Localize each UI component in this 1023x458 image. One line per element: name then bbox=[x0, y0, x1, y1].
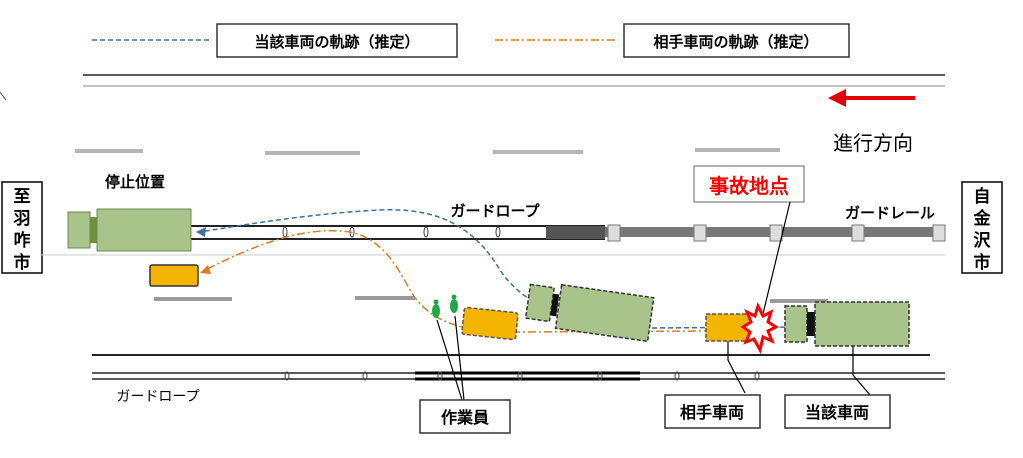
legend-other-label: 相手車両の軌跡（推定） bbox=[653, 33, 818, 51]
workers bbox=[432, 294, 458, 318]
accident-burst-icon bbox=[740, 301, 780, 355]
lane-dashes-upper bbox=[75, 148, 780, 155]
workers-label: 作業員 bbox=[441, 408, 489, 427]
guard-rope-lower-label: ガードロープ bbox=[116, 389, 199, 405]
guard-rail-label: ガードレール bbox=[845, 204, 935, 222]
accident-pointer-line bbox=[761, 201, 791, 319]
legend-own-box bbox=[216, 23, 458, 58]
other-trajectory-arrowhead bbox=[200, 265, 211, 274]
own-trajectory-arrowhead bbox=[196, 227, 206, 237]
svg-text:自: 自 bbox=[974, 186, 991, 207]
svg-text:市: 市 bbox=[14, 252, 31, 273]
svg-text:沢: 沢 bbox=[974, 230, 992, 251]
stop-position-label: 停止位置 bbox=[105, 173, 165, 191]
own-vehicle-label: 当該車両 bbox=[805, 403, 869, 422]
other-vehicle-label-box bbox=[664, 394, 761, 429]
direction-arrow bbox=[828, 89, 915, 107]
legend: 当該車両の軌跡（推定） 相手車両の軌跡（推定） bbox=[92, 23, 850, 58]
guard-rail bbox=[605, 224, 946, 242]
svg-text:至: 至 bbox=[14, 187, 31, 207]
other-vehicle-label: 相手車両 bbox=[680, 403, 744, 422]
own-vehicle-label-box bbox=[784, 394, 891, 429]
direction-label: 進行方向 bbox=[833, 131, 913, 155]
legend-own-label: 当該車両の軌跡（推定） bbox=[254, 33, 419, 51]
city-box-left: 至 羽 咋 市 bbox=[1, 181, 43, 274]
svg-text:咋: 咋 bbox=[14, 230, 31, 251]
legend-other-box bbox=[623, 23, 850, 58]
own-truck-mid bbox=[524, 283, 655, 343]
svg-text:金: 金 bbox=[973, 208, 992, 229]
edge-mark bbox=[0, 91, 7, 101]
other-car-stop bbox=[149, 264, 199, 287]
city-box-right: 自 金 沢 市 bbox=[961, 181, 1003, 274]
accident-point-label: 事故地点 bbox=[709, 174, 789, 198]
own-truck-collision bbox=[784, 301, 910, 347]
guard-rope-upper-label: ガードロープ bbox=[450, 202, 540, 220]
lower-road bbox=[92, 354, 945, 381]
workers-label-box bbox=[419, 399, 511, 434]
accident-label-box bbox=[693, 165, 805, 203]
lane-dashes-lower bbox=[154, 296, 828, 303]
callout-lines bbox=[436, 315, 871, 401]
svg-text:羽: 羽 bbox=[14, 209, 31, 229]
guard-rope-upper bbox=[190, 225, 605, 240]
other-car-mid bbox=[461, 306, 519, 341]
svg-text:市: 市 bbox=[974, 252, 991, 273]
stopped-truck bbox=[67, 208, 192, 252]
